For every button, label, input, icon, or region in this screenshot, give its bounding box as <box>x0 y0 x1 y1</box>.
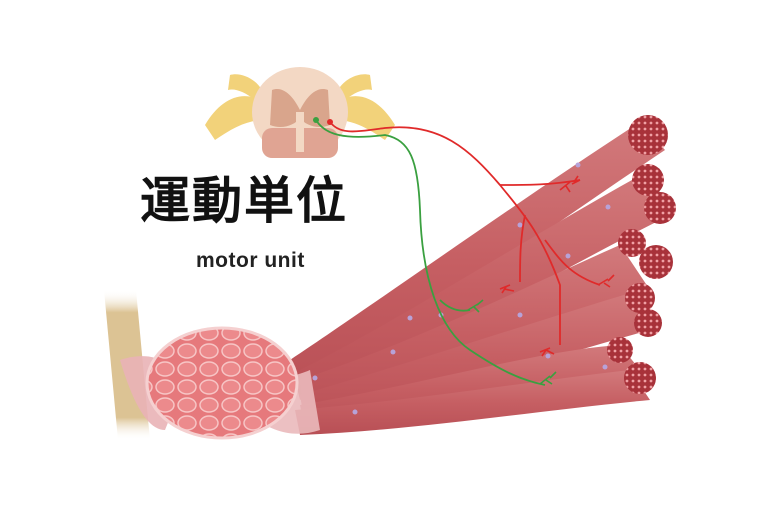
red-neuron-soma <box>327 119 333 125</box>
spinal-cord <box>205 67 395 158</box>
fiber-cut-ends <box>607 115 676 394</box>
green-neuron-soma <box>313 117 319 123</box>
motor-neuron-red <box>329 121 601 345</box>
muscle-belly <box>145 326 299 440</box>
title-japanese: 運動単位 <box>140 172 348 230</box>
muscle-fibers <box>290 115 676 435</box>
green-endplates <box>467 299 557 385</box>
title-english: motor unit <box>196 249 305 272</box>
motor-neuron-green <box>315 119 546 386</box>
red-endplates <box>499 175 615 357</box>
